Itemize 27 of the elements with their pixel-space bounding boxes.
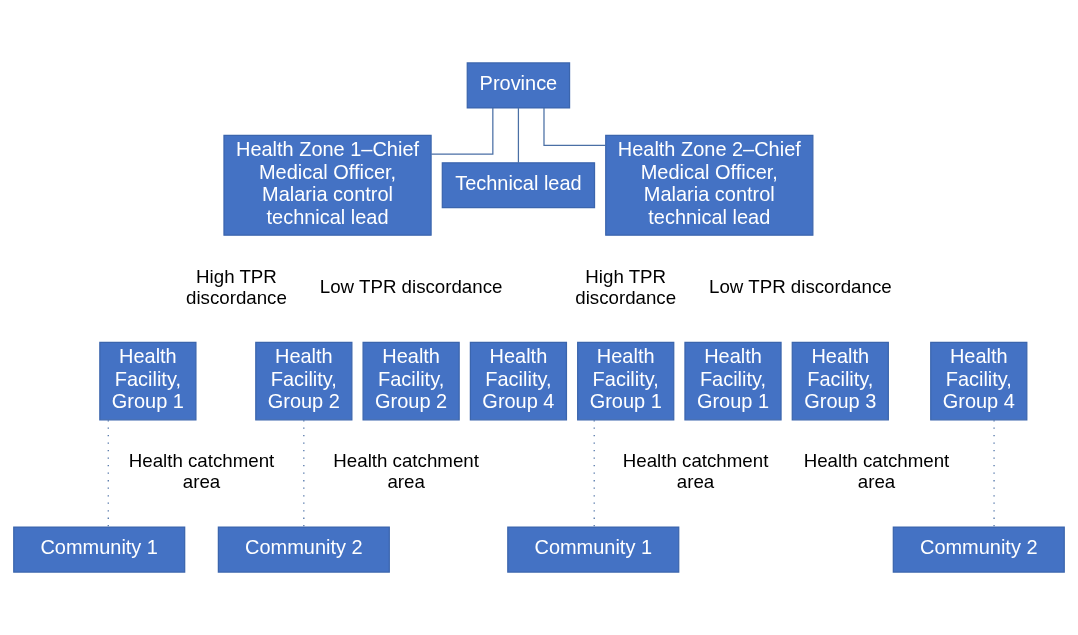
connector xyxy=(517,107,520,164)
label: High TPR discordance xyxy=(575,265,677,308)
node-box: Health Zone 1–Chief Medical Officer, Malaria control technical lead xyxy=(223,134,432,236)
node-box: Community 1 xyxy=(13,526,186,573)
node-box: Health Facility, Group 2 xyxy=(255,341,353,421)
node-box: Province xyxy=(466,62,571,109)
node-box: Health Facility, Group 1 xyxy=(99,341,197,421)
node-box: Health Facility, Group 2 xyxy=(362,341,460,421)
node-box: Health Facility, Group 4 xyxy=(469,341,568,421)
label: Health catchment area xyxy=(803,450,950,493)
connector xyxy=(430,107,494,155)
node-box: Health Facility, Group 1 xyxy=(577,341,675,421)
label: Health catchment area xyxy=(333,450,479,493)
label: Low TPR discordance xyxy=(709,276,892,298)
label: Health catchment area xyxy=(128,450,275,493)
node-box: Technical lead xyxy=(441,162,596,209)
node-box: Community 2 xyxy=(217,526,390,573)
label: Low TPR discordance xyxy=(319,276,503,298)
node-box: Health Facility, Group 3 xyxy=(791,341,889,421)
node-box: Health Zone 2–Chief Medical Officer, Malaria control technical lead xyxy=(605,134,814,236)
node-box: Community 2 xyxy=(892,526,1065,573)
node-box: Health Facility, Group 4 xyxy=(930,341,1028,421)
node-box: Community 1 xyxy=(507,526,680,573)
node-box: Health Facility, Group 1 xyxy=(684,341,782,421)
label: High TPR discordance xyxy=(186,265,287,308)
connector xyxy=(543,107,607,146)
label: Health catchment area xyxy=(622,450,769,493)
